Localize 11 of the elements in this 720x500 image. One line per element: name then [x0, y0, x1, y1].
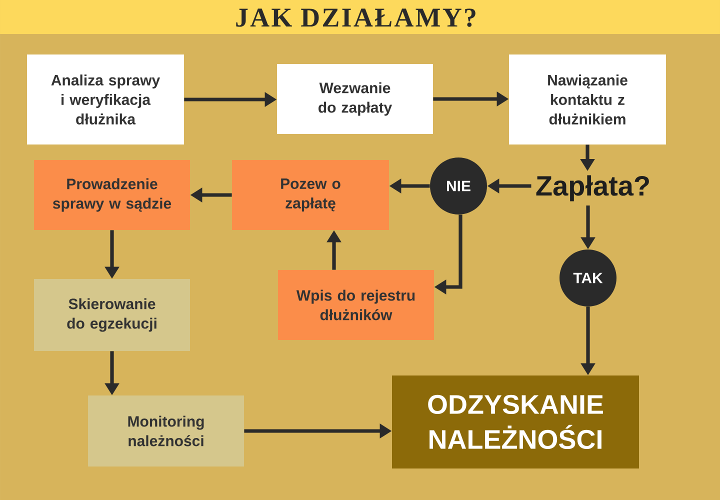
process-box: Wezwanie do zapłaty [277, 64, 433, 134]
process-box: Pozew o zapłatę [232, 160, 389, 230]
process-box: Skierowanie do egzekucji [34, 279, 190, 351]
result-box: ODZYSKANIE NALEŻNOŚCI [392, 376, 639, 468]
process-box: Prowadzenie sprawy w sądzie [34, 160, 190, 230]
process-box: Wpis do rejestru dłużników [278, 270, 434, 340]
title: JAK DZIAŁAMY? [236, 8, 476, 27]
question-text: Zapłata? [536, 175, 649, 202]
process-box: Nawiązanie kontaktu z dłużnikiem [509, 54, 666, 144]
process-box: Monitoring należności [88, 396, 244, 466]
process-box: Analiza sprawy i weryfikacja dłużnika [27, 54, 184, 144]
